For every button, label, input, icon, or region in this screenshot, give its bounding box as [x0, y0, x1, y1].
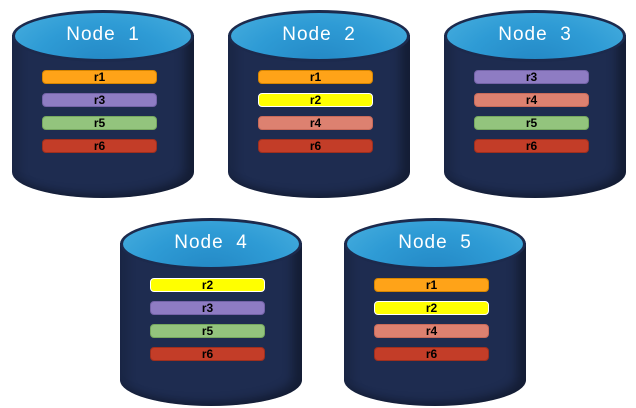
replica-bar-label: r4 — [525, 93, 538, 107]
node-2-replica-list: r1 r2 r4 r6 — [258, 70, 373, 162]
replica-bar-label: r3 — [201, 301, 214, 315]
node-4-title: Node 4 — [174, 232, 248, 253]
replica-bar-label: r3 — [93, 93, 106, 107]
replica-bar-label: r4 — [425, 324, 438, 338]
replica-bar: r6 — [374, 347, 489, 361]
replica-bar: r6 — [474, 139, 589, 153]
replica-bar-label: r5 — [93, 116, 106, 130]
node-3-title: Node 3 — [498, 24, 572, 45]
replica-bar: r6 — [42, 139, 157, 153]
node-5-top-ellipse: Node 5 — [344, 218, 526, 270]
replica-bar: r5 — [150, 324, 265, 338]
node-4-replica-list: r2 r3 r5 r6 — [150, 278, 265, 370]
replica-bar-label: r6 — [425, 347, 438, 361]
node-1-replica-list: r1 r3 r5 r6 — [42, 70, 157, 162]
node-3-replica-list: r3 r4 r5 r6 — [474, 70, 589, 162]
replica-bar-label: r6 — [309, 139, 322, 153]
replica-bar: r3 — [474, 70, 589, 84]
node-2-title: Node 2 — [282, 24, 356, 45]
node-5: Node 5 r1 r2 r4 r6 — [344, 218, 526, 406]
replica-bar: r1 — [374, 278, 489, 292]
replica-bar-label: r5 — [201, 324, 214, 338]
replica-bar-label: r6 — [93, 139, 106, 153]
replica-bar: r1 — [258, 70, 373, 84]
replica-bar: r3 — [42, 93, 157, 107]
replica-bar: r2 — [258, 93, 373, 107]
replica-bar-label: r2 — [309, 93, 322, 107]
node-1-top-ellipse: Node 1 — [12, 10, 194, 62]
replica-bar-label: r3 — [525, 70, 538, 84]
replica-bar-label: r5 — [525, 116, 538, 130]
node-5-title: Node 5 — [398, 232, 472, 253]
replica-bar: r6 — [150, 347, 265, 361]
node-2-top-ellipse: Node 2 — [228, 10, 410, 62]
node-5-replica-list: r1 r2 r4 r6 — [374, 278, 489, 370]
replica-bar-label: r1 — [425, 278, 438, 292]
replica-bar: r1 — [42, 70, 157, 84]
replica-bar: r5 — [474, 116, 589, 130]
replica-bar: r6 — [258, 139, 373, 153]
replica-bar: r2 — [374, 301, 489, 315]
replica-bar: r3 — [150, 301, 265, 315]
node-2: Node 2 r1 r2 r4 r6 — [228, 10, 410, 198]
replica-bar-label: r2 — [201, 278, 214, 292]
node-3: Node 3 r3 r4 r5 r6 — [444, 10, 626, 198]
node-4-top-ellipse: Node 4 — [120, 218, 302, 270]
node-4: Node 4 r2 r3 r5 r6 — [120, 218, 302, 406]
replica-bar: r2 — [150, 278, 265, 292]
replica-bar: r5 — [42, 116, 157, 130]
replica-bar: r4 — [258, 116, 373, 130]
replica-bar-label: r6 — [201, 347, 214, 361]
replica-bar-label: r6 — [525, 139, 538, 153]
replica-bar: r4 — [374, 324, 489, 338]
node-3-top-ellipse: Node 3 — [444, 10, 626, 62]
replica-bar-label: r1 — [309, 70, 322, 84]
replica-bar: r4 — [474, 93, 589, 107]
replica-bar-label: r1 — [93, 70, 106, 84]
replica-bar-label: r4 — [309, 116, 322, 130]
node-1: Node 1 r1 r3 r5 r6 — [12, 10, 194, 198]
replica-bar-label: r2 — [425, 301, 438, 315]
node-1-title: Node 1 — [66, 24, 140, 45]
